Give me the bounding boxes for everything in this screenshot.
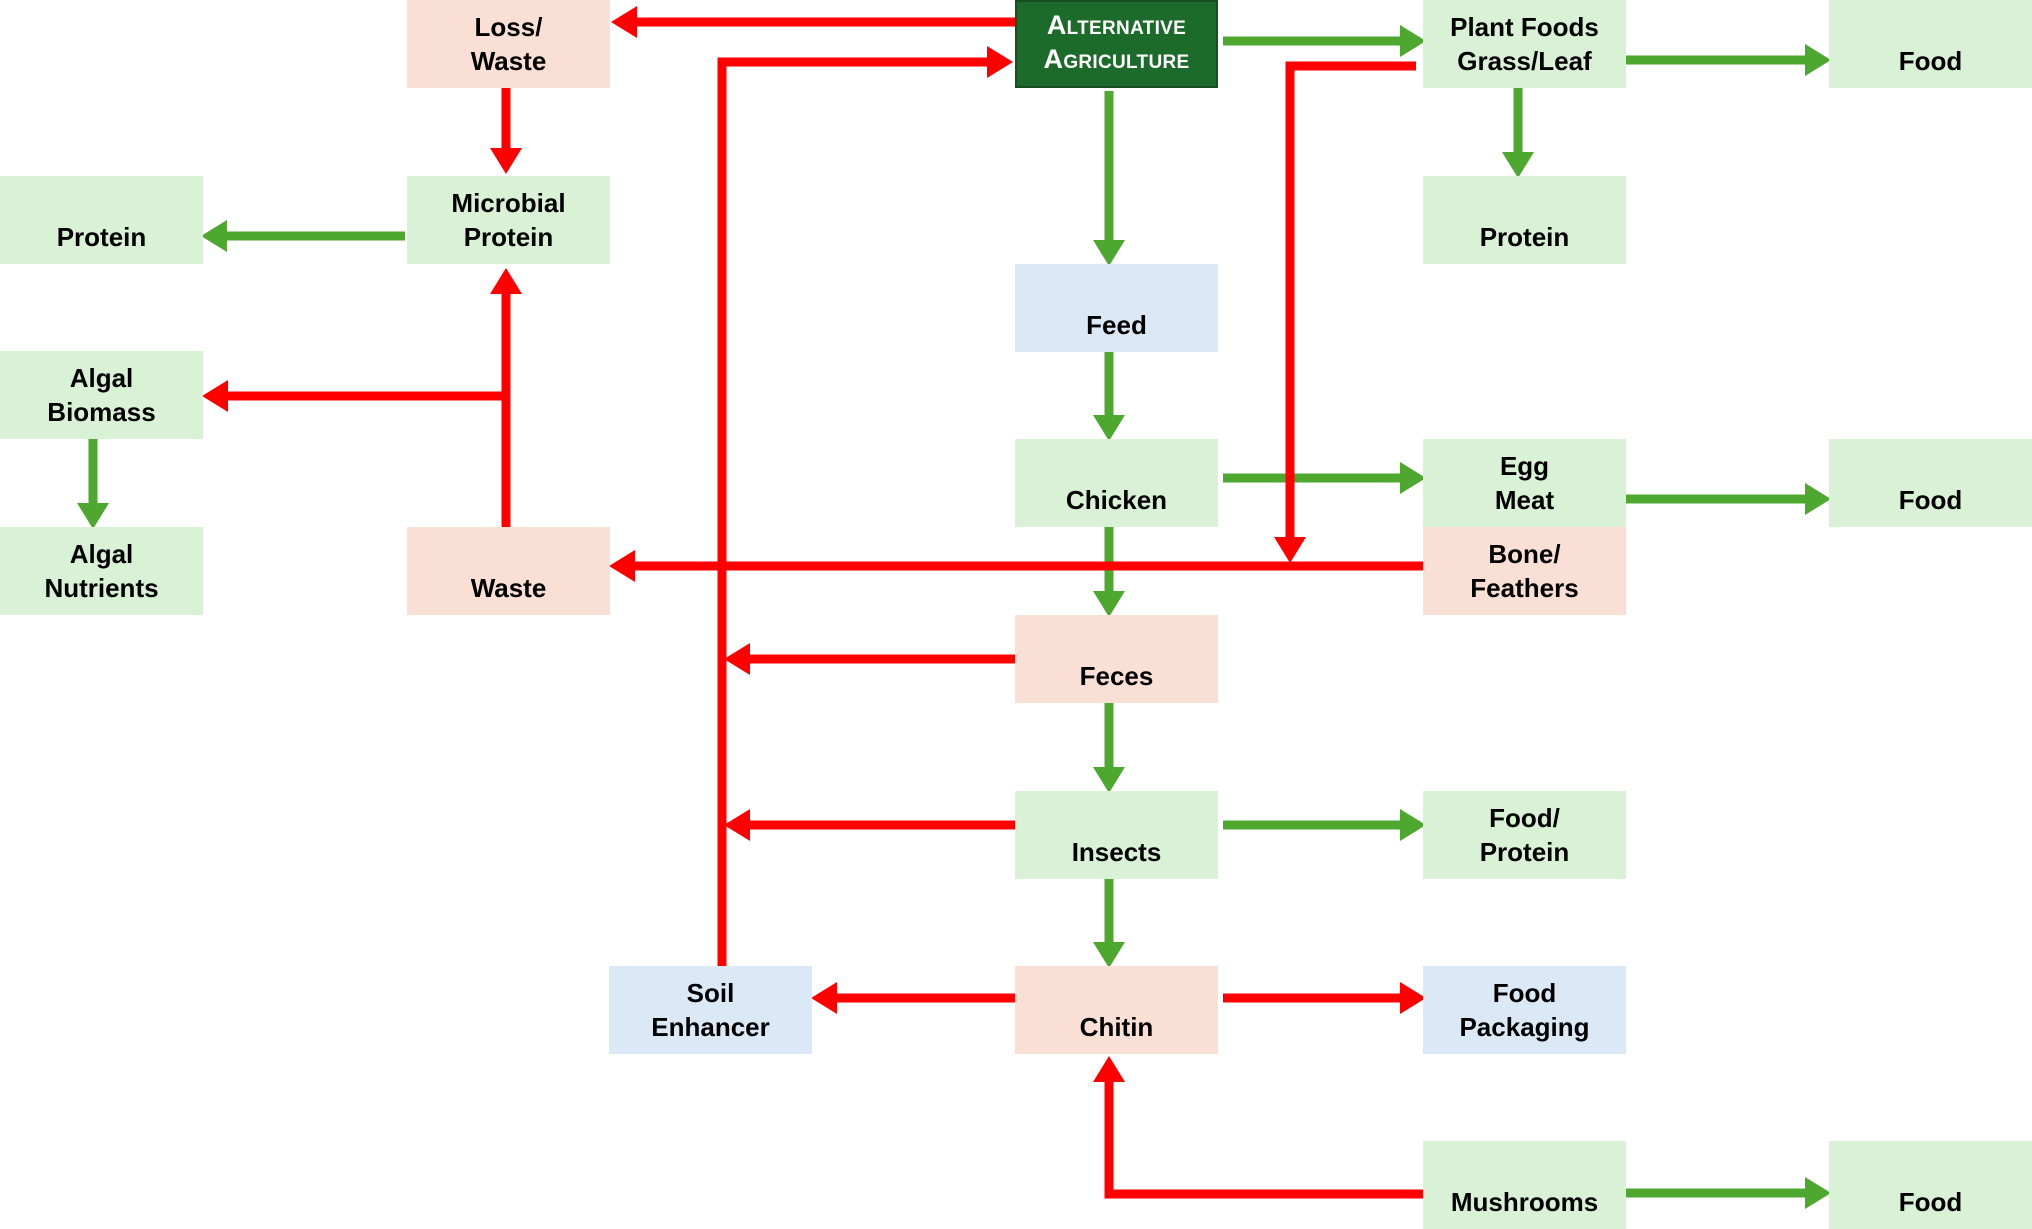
node-soil-enhancer: Soil Enhancer bbox=[609, 966, 812, 1054]
node-line: Feathers bbox=[1470, 573, 1579, 603]
node-alternative-agriculture: Alternative Agriculture bbox=[1015, 0, 1218, 88]
arrow-plant-foods-to-food-head bbox=[1805, 44, 1831, 76]
node-line: Food bbox=[1898, 485, 1963, 515]
arrow-chitin-to-packaging-head bbox=[1400, 982, 1426, 1014]
arrow-feed-to-chicken-head bbox=[1093, 415, 1125, 441]
node-line: Microbial bbox=[451, 188, 566, 218]
node-chicken: Chicken bbox=[1015, 439, 1218, 527]
node-chitin: Chitin bbox=[1015, 966, 1218, 1054]
node-line: Agriculture bbox=[1043, 44, 1190, 74]
node-algal-biomass: Algal Biomass bbox=[0, 351, 203, 439]
arrow-mushrooms-to-chitin bbox=[1104, 1080, 1423, 1199]
node-line: Chitin bbox=[1079, 1012, 1154, 1042]
node-food-protein: Food/ Protein bbox=[1423, 791, 1626, 879]
node-food-top: Food bbox=[1829, 0, 2032, 88]
node-line: Food bbox=[1492, 978, 1557, 1008]
node-loss-waste: Loss/ Waste bbox=[407, 0, 610, 88]
arrow-microbial-to-protein-head bbox=[201, 220, 227, 252]
arrow-waste-to-algal-biomass-head bbox=[202, 380, 228, 412]
arrow-chitin-to-soil-head bbox=[811, 982, 837, 1014]
node-line: Insects bbox=[1071, 837, 1162, 867]
node-line: Feed bbox=[1086, 310, 1147, 340]
arrow-chicken-to-egg-meat-head bbox=[1400, 462, 1426, 494]
node-line: Food bbox=[1898, 46, 1963, 76]
arrow-feces-to-soil-head bbox=[724, 643, 750, 675]
node-line: Protein bbox=[1479, 222, 1570, 252]
node-line: Food bbox=[1898, 1187, 1963, 1217]
node-line: Protein bbox=[1479, 837, 1570, 867]
arrow-mushrooms-to-chitin-head bbox=[1093, 1056, 1125, 1082]
node-food-bottom: Food bbox=[1829, 1141, 2032, 1229]
node-protein-right: Protein bbox=[1423, 176, 1626, 264]
node-line: Plant Foods bbox=[1450, 12, 1599, 42]
node-plant-foods: Plant Foods Grass/Leaf bbox=[1423, 0, 1626, 88]
node-insects: Insects bbox=[1015, 791, 1218, 879]
arrow-waste-to-microbial-head bbox=[490, 268, 522, 294]
node-line: Alternative bbox=[1046, 10, 1187, 40]
node-line: Waste bbox=[470, 573, 547, 603]
node-feed: Feed bbox=[1015, 264, 1218, 352]
node-line: Algal bbox=[69, 539, 134, 569]
arrow-bone-feathers-to-waste-head bbox=[609, 550, 635, 582]
node-line: Egg bbox=[1499, 451, 1550, 481]
arrow-mushrooms-to-food-head bbox=[1805, 1177, 1831, 1209]
node-food-mid: Food bbox=[1829, 439, 2032, 527]
node-line: Protein bbox=[463, 222, 554, 252]
arrow-insects-to-food-protein-head bbox=[1400, 809, 1426, 841]
node-egg-meat: Egg Meat bbox=[1423, 439, 1626, 527]
arrow-algal-biomass-to-nutrients-head bbox=[77, 503, 109, 529]
node-protein-left: Protein bbox=[0, 176, 203, 264]
arrow-insects-to-soil-head bbox=[724, 809, 750, 841]
arrow-chicken-to-feces-head bbox=[1093, 591, 1125, 617]
arrow-plant-foods-to-waste-line-head bbox=[1274, 537, 1306, 563]
arrow-insects-to-chitin-head bbox=[1093, 942, 1125, 968]
node-line: Mushrooms bbox=[1450, 1187, 1599, 1217]
node-line: Chicken bbox=[1065, 485, 1168, 515]
arrow-agri-to-feed-head bbox=[1093, 240, 1125, 266]
arrow-egg-meat-to-food-head bbox=[1805, 483, 1831, 515]
node-line: Algal bbox=[69, 363, 134, 393]
arrow-soil-to-agri bbox=[717, 57, 989, 966]
node-line: Food/ bbox=[1489, 803, 1560, 833]
arrow-soil-to-agri-head bbox=[987, 46, 1013, 78]
node-line: Bone/ bbox=[1488, 539, 1561, 569]
arrow-agri-to-plant-foods-head bbox=[1400, 25, 1426, 57]
node-line: Soil bbox=[686, 978, 735, 1008]
node-microbial-protein: Microbial Protein bbox=[407, 176, 610, 264]
arrow-loss-waste-to-microbial-head bbox=[490, 148, 522, 174]
arrows-layer bbox=[77, 6, 1831, 1209]
node-feces: Feces bbox=[1015, 615, 1218, 703]
node-line: Packaging bbox=[1459, 1012, 1590, 1042]
node-line: Protein bbox=[56, 222, 147, 252]
arrow-plant-foods-to-protein-head bbox=[1502, 152, 1534, 178]
node-bone-feathers: Bone/ Feathers bbox=[1423, 527, 1626, 615]
node-line: Biomass bbox=[47, 397, 156, 427]
node-line: Waste bbox=[470, 46, 547, 76]
node-mushrooms: Mushrooms bbox=[1423, 1141, 1626, 1229]
node-line: Feces bbox=[1079, 661, 1154, 691]
node-line: Nutrients bbox=[44, 573, 159, 603]
arrow-agri-to-loss-waste-head bbox=[611, 6, 637, 38]
node-algal-nutrients: Algal Nutrients bbox=[0, 527, 203, 615]
node-food-packaging: Food Packaging bbox=[1423, 966, 1626, 1054]
node-line: Enhancer bbox=[651, 1012, 770, 1042]
arrow-feces-to-insects-head bbox=[1093, 767, 1125, 793]
node-line: Loss/ bbox=[474, 12, 543, 42]
arrow-plant-foods-to-waste-line bbox=[1285, 61, 1416, 539]
node-waste: Waste bbox=[407, 527, 610, 615]
node-line: Meat bbox=[1494, 485, 1555, 515]
node-line: Grass/Leaf bbox=[1457, 46, 1592, 76]
